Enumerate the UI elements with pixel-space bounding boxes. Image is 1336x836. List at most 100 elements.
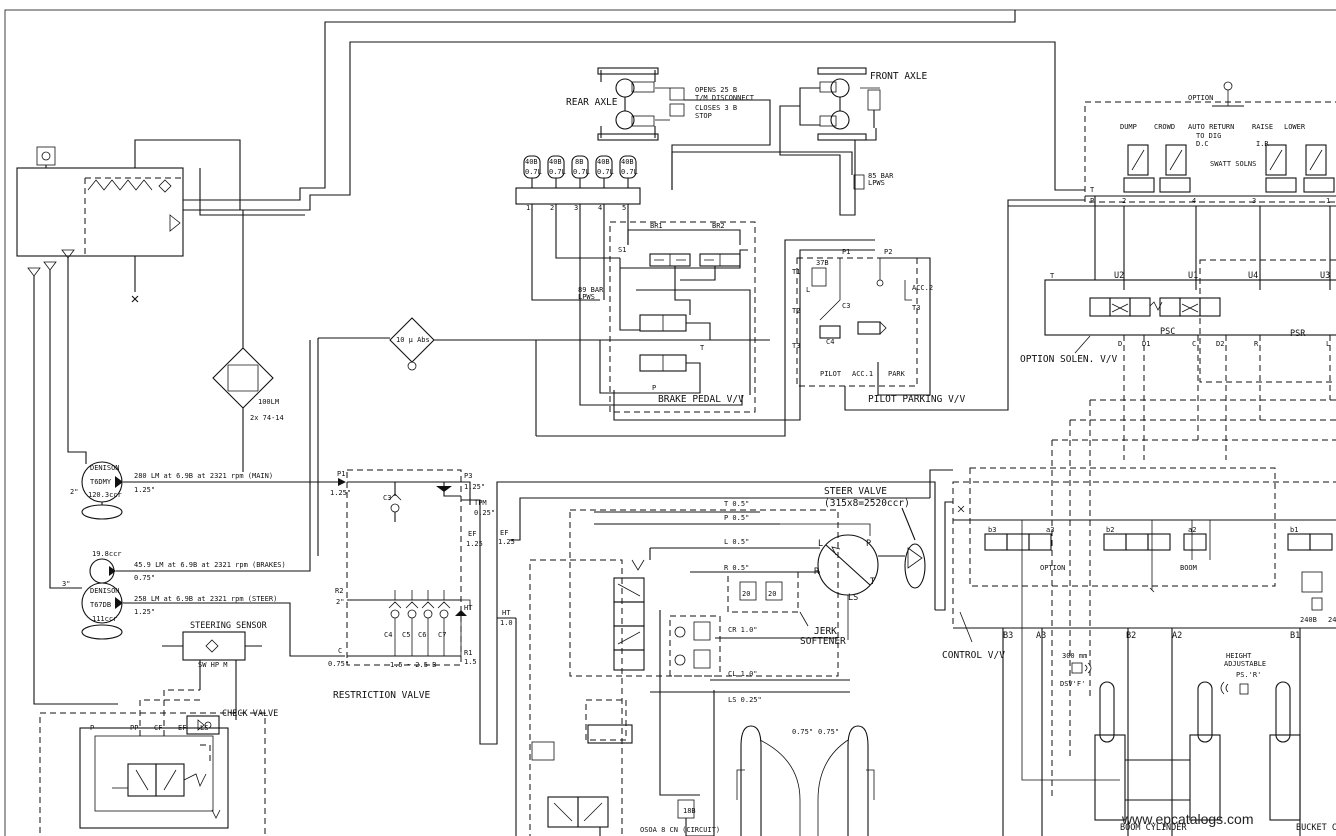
brake-accumulators: 40B 0.7L 1 40B 0.7L 2 8B 0.7L 3 40B 0.7L… [515,155,641,301]
restriction-valve: P1 1.25" P3 1.25" TPM 0.25" EF 1.25 R2 2… [328,469,936,745]
boom-cylinder-label: BOOM CYLINDER [1120,823,1187,833]
lower-ef: EF [178,724,186,732]
front-axle-lpws: 85 BAR [868,172,894,180]
svg-text:240B: 240B [1300,616,1317,624]
svg-text:C: C [338,647,342,655]
svg-text:ADJUSTABLE: ADJUSTABLE [1224,660,1266,668]
svg-text:T2: T2 [792,307,800,315]
svg-text:CR 1.0": CR 1.0" [728,626,758,634]
cooler-flow: 100LM [258,398,279,406]
steer-control-block: EF 1.25 HT 1.0 T 0.5" P 0.5" L 0.5" R 0.… [497,497,930,836]
svg-text:C3: C3 [383,494,391,502]
svg-text:R2: R2 [335,587,343,595]
svg-text:D2: D2 [1216,340,1224,348]
svg-text:ACC.1: ACC.1 [852,370,873,378]
svg-text:LS 0.25": LS 0.25" [728,696,762,704]
svg-text:B2: B2 [1126,631,1136,641]
svg-text:5: 5 [622,204,626,212]
svg-text:U3: U3 [1320,271,1330,281]
svg-text:CROWD: CROWD [1154,123,1175,131]
svg-text:0.7L: 0.7L [549,168,566,176]
svg-text:40B: 40B [597,158,610,166]
steer-valve-spec: (315x8=2520ccr) [824,498,910,509]
main-pump-disp: 120.3ccr [88,491,122,499]
steer-pump-size: 3" [62,580,70,588]
svg-text:U1: U1 [1188,271,1198,281]
svg-text:BR2: BR2 [712,222,725,230]
svg-text:SWATT SOLNS: SWATT SOLNS [1210,160,1256,168]
svg-text:3: 3 [1252,197,1256,205]
svg-text:0.7L: 0.7L [597,168,614,176]
main-pump-size2: 1.25" [134,486,155,494]
svg-text:T: T [1050,272,1055,280]
restriction-valve-label: RESTRICTION VALVE [333,690,431,701]
svg-text:P: P [1090,197,1094,205]
control-valve: b3 a3 OPTION b2 a2 BOOM b1 B3 A3 B2 A2 B… [942,467,1336,836]
brake-pump-flow: 45.9 LM at 6.9B at 2321 rpm (BRAKES) [134,561,286,569]
svg-text:C3: C3 [842,302,850,310]
svg-text:HT: HT [464,604,473,612]
watermark: www.epcatalogs.com [1121,811,1254,827]
hydraulic-tank [16,146,184,303]
svg-text:JERK: JERK [814,626,837,637]
svg-text:0.7L: 0.7L [573,168,590,176]
svg-text:PILOT: PILOT [820,370,842,378]
pilot-parking-valve: P1 P2 T1 T2 T3 T3 37B L C3 C4 ACC.2 ACC.… [792,199,1085,411]
svg-text:CL 1.0": CL 1.0" [728,670,758,678]
main-pump-flow: 280 LM at 6.9B at 2321 rpm (MAIN) [134,472,273,480]
svg-text:AUTO RETURN: AUTO RETURN [1188,123,1234,131]
svg-text:C6: C6 [418,631,426,639]
main-pump-brand: DENISON [90,464,120,472]
svg-text:P3: P3 [464,472,472,480]
brake-pump: 19.8ccr 45.9 LM at 6.9B at 2321 rpm (BRA… [89,340,311,584]
steer-pump-model: T67DB [90,601,111,609]
svg-text:b2: b2 [1106,526,1114,534]
svg-text:LOWER: LOWER [1284,123,1306,131]
svg-text:S1: S1 [618,246,626,254]
control-section-name: OPTION [1040,564,1065,572]
svg-text:LPWS: LPWS [578,293,595,301]
lower-pp: PP [130,724,138,732]
svg-text:1.5: 1.5 [464,658,477,666]
svg-text:4: 4 [1192,197,1196,205]
steering-sensor-label: STEERING SENSOR [190,621,268,631]
svg-text:LS: LS [848,593,858,603]
steer-block-orifice: OSOA 8 CN (CIRCUIT) [640,826,720,834]
svg-text:D1: D1 [1142,340,1150,348]
main-pump-model: T6DMY [90,478,112,486]
svg-text:0.75": 0.75" [792,728,813,736]
svg-text:37B: 37B [816,259,829,267]
front-axle-lpws2: LPWS [868,179,885,187]
steer-valve-label: STEER VALVE [824,486,887,497]
svg-text:U2: U2 [1114,271,1124,281]
svg-text:a3: a3 [1046,526,1054,534]
svg-text:TO DIG: TO DIG [1196,132,1221,140]
svg-text:OPTION: OPTION [1188,94,1213,102]
cooler-port: 2x 74-14 [250,414,284,422]
svg-text:0.75": 0.75" [818,728,839,736]
brake-valve-label: BRAKE PEDAL V/V [658,394,744,405]
svg-text:b1: b1 [1290,526,1298,534]
brake-pump-size: 0.75" [134,574,155,582]
rear-axle-note3: CLOSES 3 B [695,104,737,112]
pilot-parking-label: PILOT PARKING V/V [868,394,966,405]
lower-p: P [90,724,94,732]
oil-cooler: 100LM 2x 74-14 [212,210,284,472]
svg-text:40B: 40B [621,158,634,166]
pilot-joystick-block: OPTION DUMP CROWD AUTO RETURN TO DIG RAI… [1008,81,1336,290]
svg-text:1.25: 1.25 [498,538,515,546]
svg-text:T 0.5": T 0.5" [724,500,749,508]
svg-text:A2: A2 [1172,631,1182,641]
steer-pump-flow: 258 LM at 6.9B at 2321 rpm (STEER) [134,595,277,603]
svg-text:8B: 8B [575,158,583,166]
svg-text:PSC: PSC [1160,327,1175,337]
svg-text:SOFTENER: SOFTENER [800,636,846,647]
svg-text:b3: b3 [988,526,996,534]
svg-text:RAISE: RAISE [1252,123,1273,131]
boom-cylinders: BOOM CYLINDER BUCKET C [1094,681,1336,833]
svg-text:4: 4 [598,204,602,212]
svg-text:B1: B1 [1290,631,1300,641]
svg-text:C4: C4 [826,338,834,346]
bucket-cylinder-label: BUCKET C [1296,823,1336,833]
